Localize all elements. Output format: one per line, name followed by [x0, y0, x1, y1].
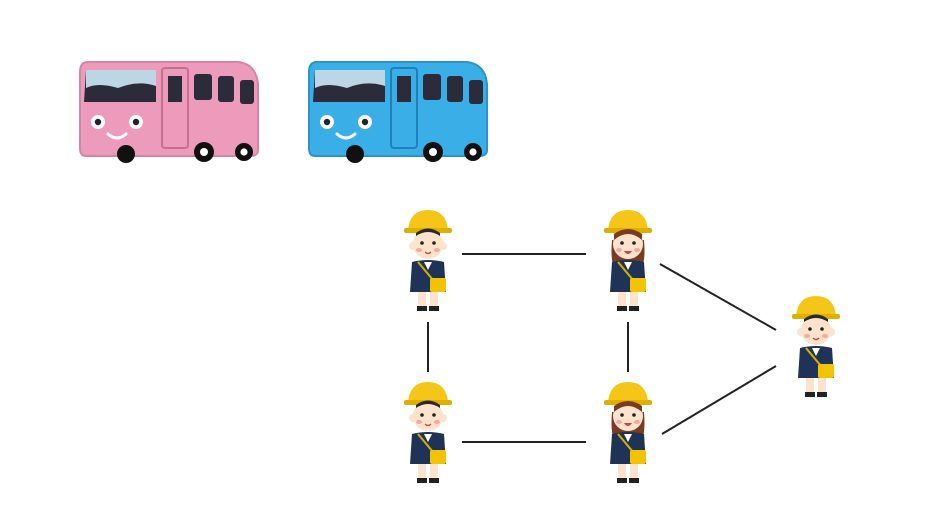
child-boy [792, 296, 840, 397]
child-girl [604, 382, 652, 483]
pink-bus [79, 61, 259, 163]
blue-bus [308, 61, 488, 163]
child-girl [604, 210, 652, 311]
bus-door [390, 67, 418, 149]
bus-smile [335, 132, 357, 140]
connection-line [659, 263, 777, 331]
child-boy [404, 210, 452, 311]
child-boy [404, 382, 452, 483]
bus-wheel [346, 145, 364, 163]
bus-door [161, 67, 189, 149]
bus-smile [106, 132, 128, 140]
bus-wheel [117, 145, 135, 163]
connection-line [661, 365, 777, 435]
